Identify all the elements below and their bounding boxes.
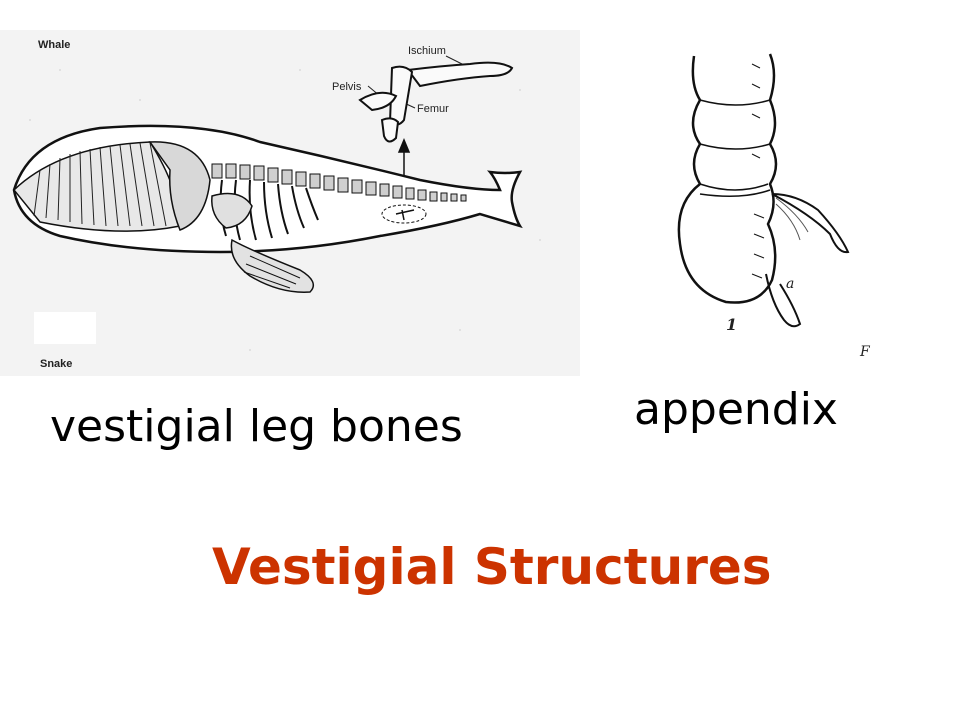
whale-label: Whale [38,39,70,51]
appendix-figure: a 1 F [677,53,871,360]
whale-skeleton-figure: Whale Ischium Pelvis Femur Snake [0,30,580,376]
slide-title: Vestigial Structures [212,538,772,596]
pelvis-label: Pelvis [332,81,362,93]
appendix-label-a: a [786,276,794,292]
appendix-label-1: 1 [726,315,737,334]
ischium-label: Ischium [408,45,446,57]
femur-label: Femur [417,103,449,115]
snake-label: Snake [40,358,72,370]
caption-vestigial-leg-bones: vestigial leg bones [50,401,463,452]
caption-appendix: appendix [634,384,838,435]
appendix-label-corner: F [859,344,871,360]
